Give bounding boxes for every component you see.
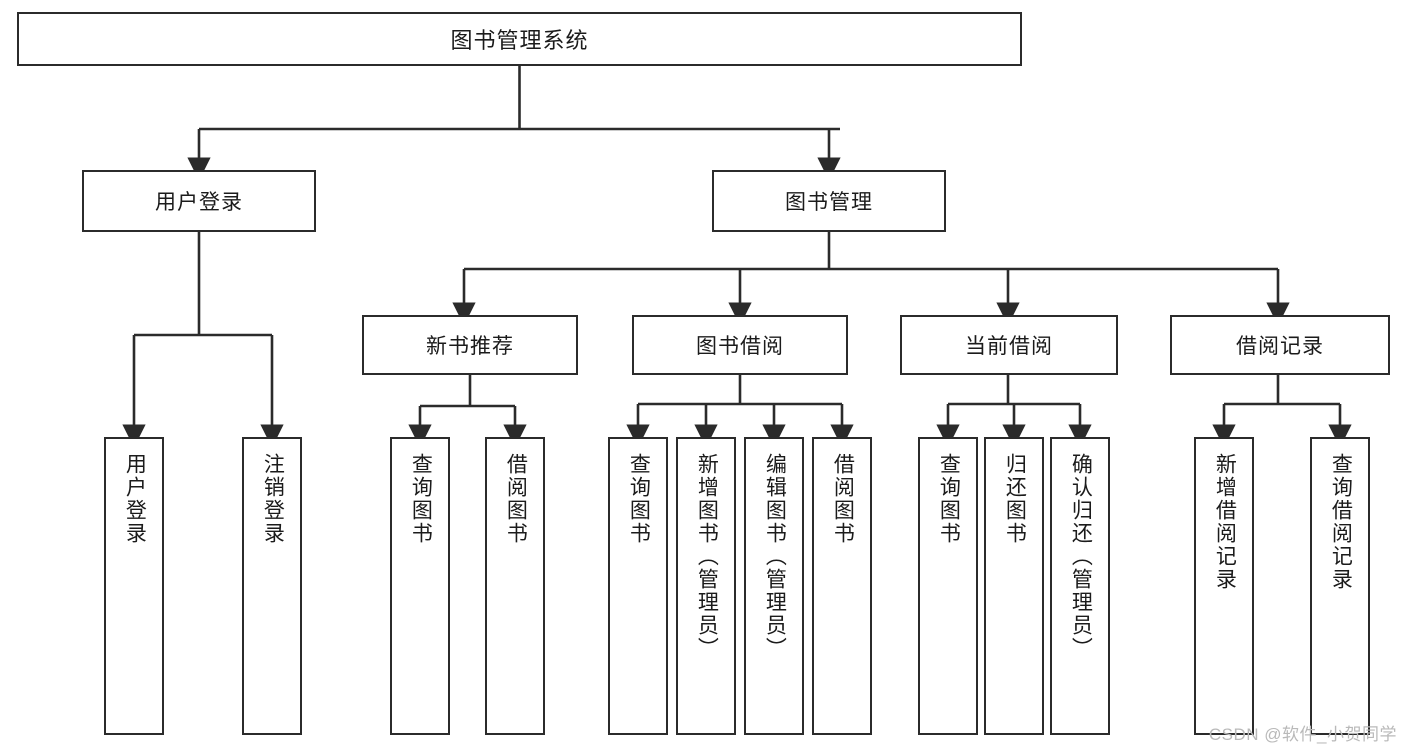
leaf-user-login-label: 用户登录 xyxy=(123,453,147,545)
node-user-login-label: 用户登录 xyxy=(155,191,243,214)
leaf-currentborrow-return-book-label: 归还图书 xyxy=(1003,453,1027,545)
leaf-bookborrow-borrow-book-label: 借阅图书 xyxy=(831,453,855,545)
leaf-bookborrow-query-book[interactable]: 查询图书 xyxy=(608,437,668,735)
node-root-label: 图书管理系统 xyxy=(450,28,589,53)
leaf-bookborrow-edit-book-label: 编辑图书（管理员） xyxy=(763,453,787,660)
leaf-borrowrecord-add-record[interactable]: 新增借阅记录 xyxy=(1194,437,1254,735)
node-book-borrow-label: 图书借阅 xyxy=(696,335,784,358)
node-book-management[interactable]: 图书管理 xyxy=(712,170,946,232)
leaf-newbook-query-book[interactable]: 查询图书 xyxy=(390,437,450,735)
leaf-borrowrecord-add-record-label: 新增借阅记录 xyxy=(1213,453,1237,591)
node-book-borrow[interactable]: 图书借阅 xyxy=(632,315,848,375)
node-root[interactable]: 图书管理系统 xyxy=(17,12,1022,66)
node-new-book-recommend-label: 新书推荐 xyxy=(426,335,514,358)
node-new-book-recommend[interactable]: 新书推荐 xyxy=(362,315,578,375)
leaf-newbook-borrow-book-label: 借阅图书 xyxy=(504,453,528,545)
node-current-borrow[interactable]: 当前借阅 xyxy=(900,315,1118,375)
leaf-bookborrow-edit-book[interactable]: 编辑图书（管理员） xyxy=(744,437,804,735)
node-borrow-record-label: 借阅记录 xyxy=(1236,335,1324,358)
leaf-borrowrecord-query-record-label: 查询借阅记录 xyxy=(1329,453,1353,591)
leaf-bookborrow-borrow-book[interactable]: 借阅图书 xyxy=(812,437,872,735)
leaf-currentborrow-query-book[interactable]: 查询图书 xyxy=(918,437,978,735)
leaf-bookborrow-add-book-label: 新增图书（管理员） xyxy=(695,453,719,660)
leaf-borrowrecord-query-record[interactable]: 查询借阅记录 xyxy=(1310,437,1370,735)
leaf-currentborrow-confirm-return-label: 确认归还（管理员） xyxy=(1069,453,1093,660)
leaf-newbook-query-book-label: 查询图书 xyxy=(409,453,433,545)
leaf-currentborrow-return-book[interactable]: 归还图书 xyxy=(984,437,1044,735)
leaf-bookborrow-query-book-label: 查询图书 xyxy=(627,453,651,545)
leaf-newbook-borrow-book[interactable]: 借阅图书 xyxy=(485,437,545,735)
node-book-management-label: 图书管理 xyxy=(785,191,873,214)
leaf-user-login[interactable]: 用户登录 xyxy=(104,437,164,735)
leaf-bookborrow-add-book[interactable]: 新增图书（管理员） xyxy=(676,437,736,735)
csdn-watermark: CSDN @软件_小贺同学 xyxy=(1208,725,1397,744)
node-user-login[interactable]: 用户登录 xyxy=(82,170,316,232)
leaf-logout-login[interactable]: 注销登录 xyxy=(242,437,302,735)
leaf-currentborrow-query-book-label: 查询图书 xyxy=(937,453,961,545)
node-current-borrow-label: 当前借阅 xyxy=(965,335,1053,358)
leaf-currentborrow-confirm-return[interactable]: 确认归还（管理员） xyxy=(1050,437,1110,735)
node-borrow-record[interactable]: 借阅记录 xyxy=(1170,315,1390,375)
leaf-logout-login-label: 注销登录 xyxy=(261,453,285,545)
